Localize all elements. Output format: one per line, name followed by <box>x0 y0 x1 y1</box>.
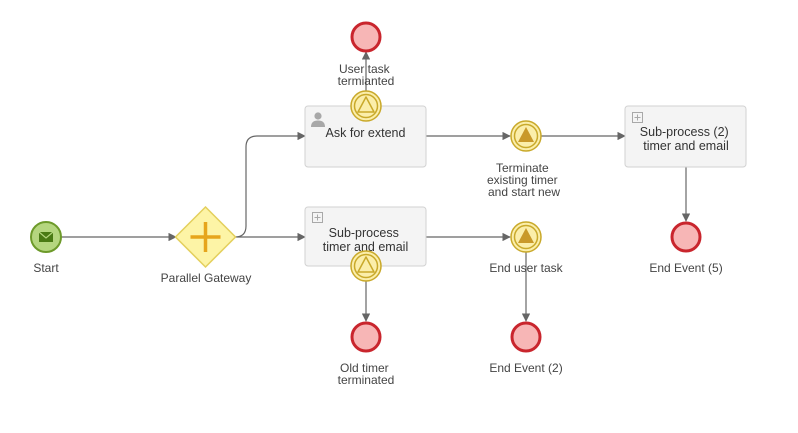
parallel-gateway[interactable]: Parallel Gateway <box>161 205 252 285</box>
task-label-sub-process-2: Sub-process (2) timer and email <box>640 125 732 153</box>
start-event-label: Start <box>33 261 59 275</box>
intermediate-event-terminate-timer[interactable]: Terminate existing timer and start new <box>487 120 561 199</box>
user-icon <box>311 112 325 127</box>
sequence-flows <box>61 51 691 322</box>
signal-outline-icon <box>357 256 375 273</box>
parallel-gateway-label: Parallel Gateway <box>161 271 252 285</box>
intermediate-event-end-user-task[interactable]: End user task <box>489 221 564 275</box>
flow-gateway-to-ask-for-extend[interactable] <box>234 131 306 238</box>
signal-triangle-icon <box>518 127 534 142</box>
end-event-2-label: End Event (2) <box>489 361 562 375</box>
end-event-2[interactable]: End Event (2) <box>489 321 563 375</box>
expand-icon <box>632 112 643 123</box>
task-label-ask-for-extend: Ask for extend <box>326 126 406 140</box>
signal-triangle-icon <box>518 228 534 243</box>
end-event-old-timer-label: Old timer terminated <box>338 361 395 387</box>
boundary-event-ask-for-extend[interactable] <box>350 90 382 122</box>
task-label-sub-process: Sub-process timer and email <box>323 226 408 254</box>
plus-icon <box>190 222 221 252</box>
expand-icon <box>312 212 323 223</box>
start-event[interactable]: Start <box>30 221 62 275</box>
boundary-event-sub-process[interactable] <box>350 250 382 282</box>
task-sub-process-2[interactable]: Sub-process (2) timer and email <box>624 105 747 168</box>
intermediate-event-terminate-label: Terminate existing timer and start new <box>487 161 561 199</box>
end-event-old-timer-terminated[interactable]: Old timer terminated <box>338 321 395 387</box>
end-event-5-label: End Event (5) <box>649 261 722 275</box>
signal-outline-icon <box>357 96 375 113</box>
envelope-icon <box>38 231 54 242</box>
end-event-5[interactable]: End Event (5) <box>649 221 723 275</box>
end-event-user-task-terminated[interactable]: User task termianted <box>338 21 395 88</box>
end-event-user-task-terminated-label: User task termianted <box>338 62 395 88</box>
intermediate-event-end-user-task-label: End user task <box>489 261 563 275</box>
task-sub-process[interactable]: Sub-process timer and email <box>304 206 427 267</box>
